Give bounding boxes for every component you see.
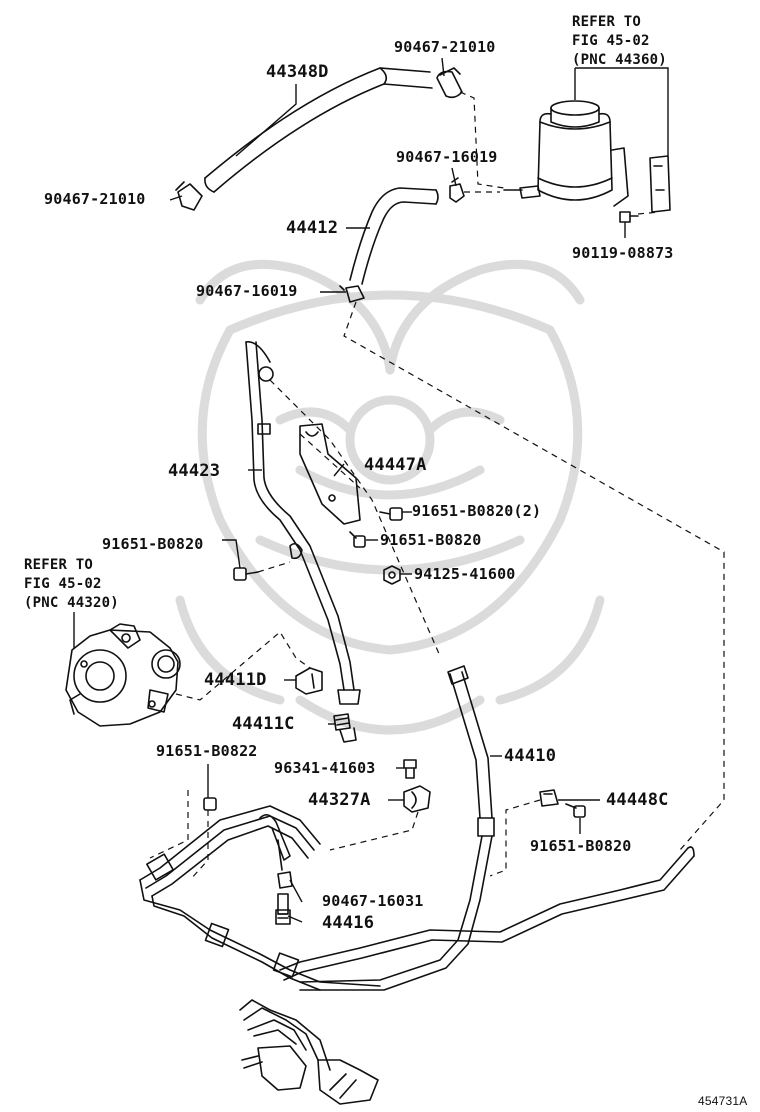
hose-44412-icon (349, 187, 439, 285)
reservoir-ref-line2: FIG 45-02 (572, 33, 650, 49)
label-91651-B0822[interactable]: 91651-B0822 (156, 742, 258, 760)
bracket-44447A-icon (299, 423, 361, 525)
label-44411C[interactable]: 44411C (232, 714, 295, 734)
clamp-44448C-icon (539, 789, 559, 807)
hose-clamp-icon (449, 177, 465, 203)
label-96341-41603[interactable]: 96341-41603 (274, 759, 376, 777)
pump-ref-line3: (PNC 44320) (24, 595, 119, 611)
union-44411C-icon (333, 713, 357, 743)
label-90467-16019-left[interactable]: 90467-16019 (196, 282, 298, 300)
label-44416[interactable]: 44416 (322, 913, 375, 933)
pump-icon (65, 623, 181, 727)
hose-clamp-icon (436, 67, 463, 99)
figure-id: 454731A (698, 1094, 748, 1108)
reservoir-ref-line1: REFER TO (572, 14, 642, 30)
label-90467-21010-top[interactable]: 90467-21010 (394, 38, 496, 56)
label-90467-21010-left[interactable]: 90467-21010 (44, 190, 146, 208)
nut-icon (383, 565, 401, 585)
watermark-emblem (175, 259, 605, 735)
bolt-icon (403, 759, 417, 779)
hose-clamp-icon (175, 181, 203, 211)
bolt-icon (203, 797, 217, 811)
union-44416-icon (275, 893, 291, 925)
label-44327A[interactable]: 44327A (308, 790, 371, 810)
label-44423[interactable]: 44423 (168, 461, 221, 481)
label-44447A[interactable]: 44447A (364, 455, 427, 475)
label-90467-16019-top[interactable]: 90467-16019 (396, 148, 498, 166)
label-44448C[interactable]: 44448C (606, 790, 669, 810)
label-91651-B0820-mid[interactable]: 91651-B0820 (380, 531, 482, 549)
label-44412[interactable]: 44412 (286, 218, 339, 238)
label-44348D[interactable]: 44348D (266, 62, 329, 82)
return-tube-icon (139, 805, 695, 991)
label-44410[interactable]: 44410 (504, 746, 557, 766)
bolt-icon (565, 803, 586, 818)
pressure-tube-icon (245, 341, 361, 705)
clamp-44327A-icon (403, 785, 431, 813)
hose-44410-icon (299, 665, 495, 991)
label-91651-B0820-2[interactable]: 91651-B0820(2) (412, 502, 542, 520)
label-44411D[interactable]: 44411D (204, 670, 267, 690)
bolt-icon (619, 211, 639, 223)
label-90119-08873[interactable]: 90119-08873 (572, 244, 674, 262)
reservoir-icon (503, 100, 671, 213)
clamp-44411D-icon (295, 667, 323, 695)
bolt-icon (349, 531, 366, 548)
steering-gear-icon (239, 999, 379, 1105)
bolt-icon (379, 507, 403, 521)
pump-ref-line2: FIG 45-02 (24, 576, 102, 592)
hose-clamp-icon (277, 871, 293, 889)
hose-clamp-icon (339, 285, 365, 303)
label-91651-B0820-right[interactable]: 91651-B0820 (530, 837, 632, 855)
label-94125-41600[interactable]: 94125-41600 (414, 565, 516, 583)
hose-44348D-icon (204, 67, 433, 193)
pump-ref-line1: REFER TO (24, 557, 94, 573)
label-91651-B0820-left[interactable]: 91651-B0820 (102, 535, 204, 553)
label-90467-16031[interactable]: 90467-16031 (322, 892, 424, 910)
reservoir-ref-line3: (PNC 44360) (572, 52, 667, 68)
